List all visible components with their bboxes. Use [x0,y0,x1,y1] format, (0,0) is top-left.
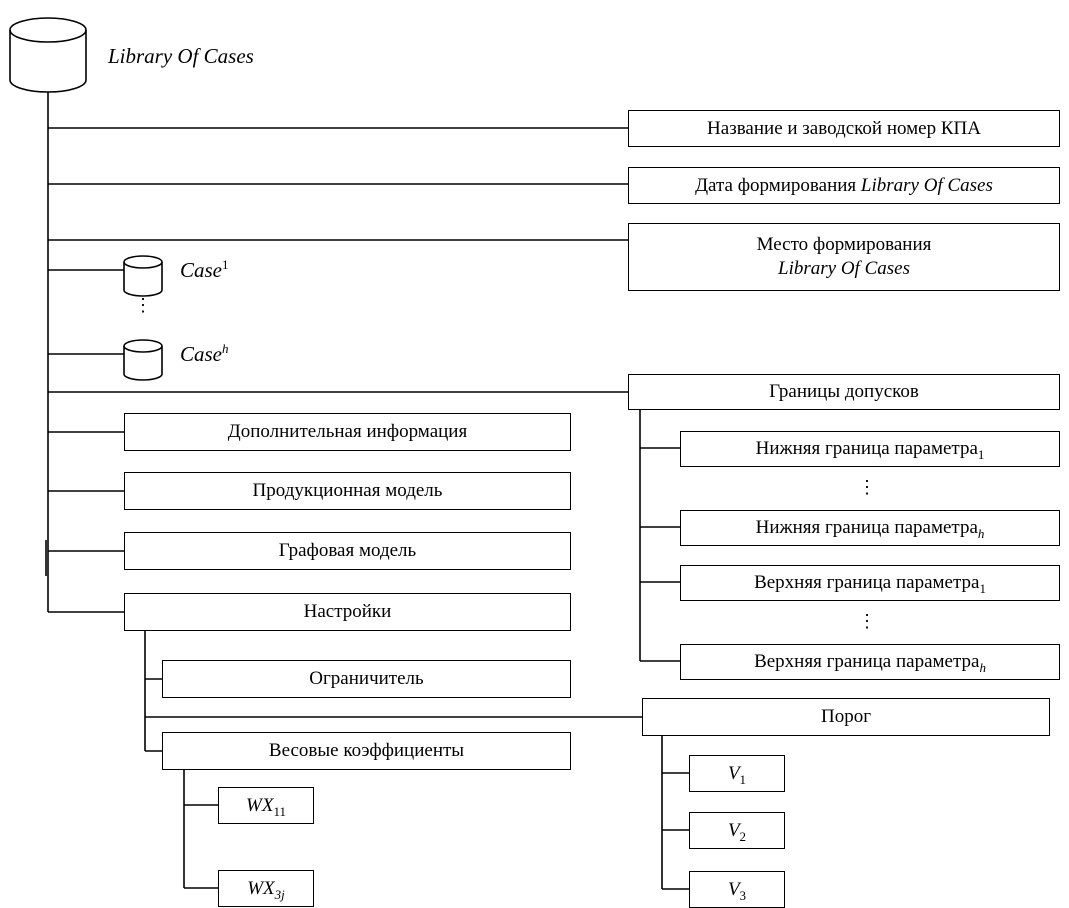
threshold-box: Порог [642,698,1050,736]
weights-label: Весовые коэффициенты [268,740,465,762]
weights-box: Весовые коэффициенты [162,732,571,770]
threshold-v2-box: V2 [689,812,785,849]
upper-bound-1-label: Верхняя граница параметра1 [754,572,986,596]
library-title: Library Of Cases [108,44,254,68]
cases-ellipsis: ⋮ [134,295,152,315]
lower-bound-h-box: Нижняя граница параметраh [680,510,1060,546]
additional-info-label: Дополнительная информация [227,421,468,443]
threshold-v3-box: V3 [689,871,785,908]
limiter-box: Ограничитель [162,660,571,698]
lower-bound-h-label: Нижняя граница параметраh [755,517,985,541]
graph-model-label: Графовая модель [278,540,417,562]
limiter-label: Ограничитель [309,668,424,690]
upper-bounds-ellipsis: ⋮ [858,611,876,631]
kpa-name-label: Название и заводской номер КПА [707,117,981,139]
threshold-v3-label: V3 [727,878,747,903]
weight-wx11-box: WX11 [218,787,314,824]
lower-bound-1-box: Нижняя граница параметра1 [680,431,1060,467]
formation-date-label: Дата формирования Library Of Cases [695,174,993,196]
graph-model-box: Графовая модель [124,532,571,570]
settings-label: Настройки [303,601,392,623]
weight-wx3j-label: WX3j [247,877,285,902]
case-h-label: Caseh [180,341,229,366]
formation-date-box: Дата формирования Library Of Cases [628,167,1060,204]
threshold-v1-label: V1 [727,762,747,787]
upper-bound-h-box: Верхняя граница параметраh [680,644,1060,680]
tolerance-bounds-label: Границы допусков [769,381,919,403]
weight-wx11-label: WX11 [246,794,286,819]
lower-bounds-ellipsis: ⋮ [858,477,876,497]
case-h-database-icon [123,339,163,381]
production-model-label: Продукционная модель [252,480,443,502]
upper-bound-h-label: Верхняя граница параметраh [754,651,986,675]
threshold-v2-label: V2 [727,819,747,844]
kpa-name-box: Название и заводской номер КПА [628,110,1060,147]
lower-bound-1-label: Нижняя граница параметра1 [755,438,985,462]
case-1-database-icon [123,255,163,297]
additional-info-box: Дополнительная информация [124,413,571,451]
formation-place-box: Место формирования Library Of Cases [628,223,1060,291]
tolerance-bounds-box: Границы допусков [628,374,1060,410]
weight-wx3j-box: WX3j [218,870,314,907]
library-database-icon [9,17,87,93]
production-model-box: Продукционная модель [124,472,571,510]
threshold-label: Порог [820,706,871,728]
case-1-label: Case1 [180,257,229,282]
upper-bound-1-box: Верхняя граница параметра1 [680,565,1060,601]
formation-place-line2: Library Of Cases [778,258,910,279]
formation-place-line1: Место формирования [756,234,932,256]
settings-box: Настройки [124,593,571,631]
threshold-v1-box: V1 [689,755,785,792]
